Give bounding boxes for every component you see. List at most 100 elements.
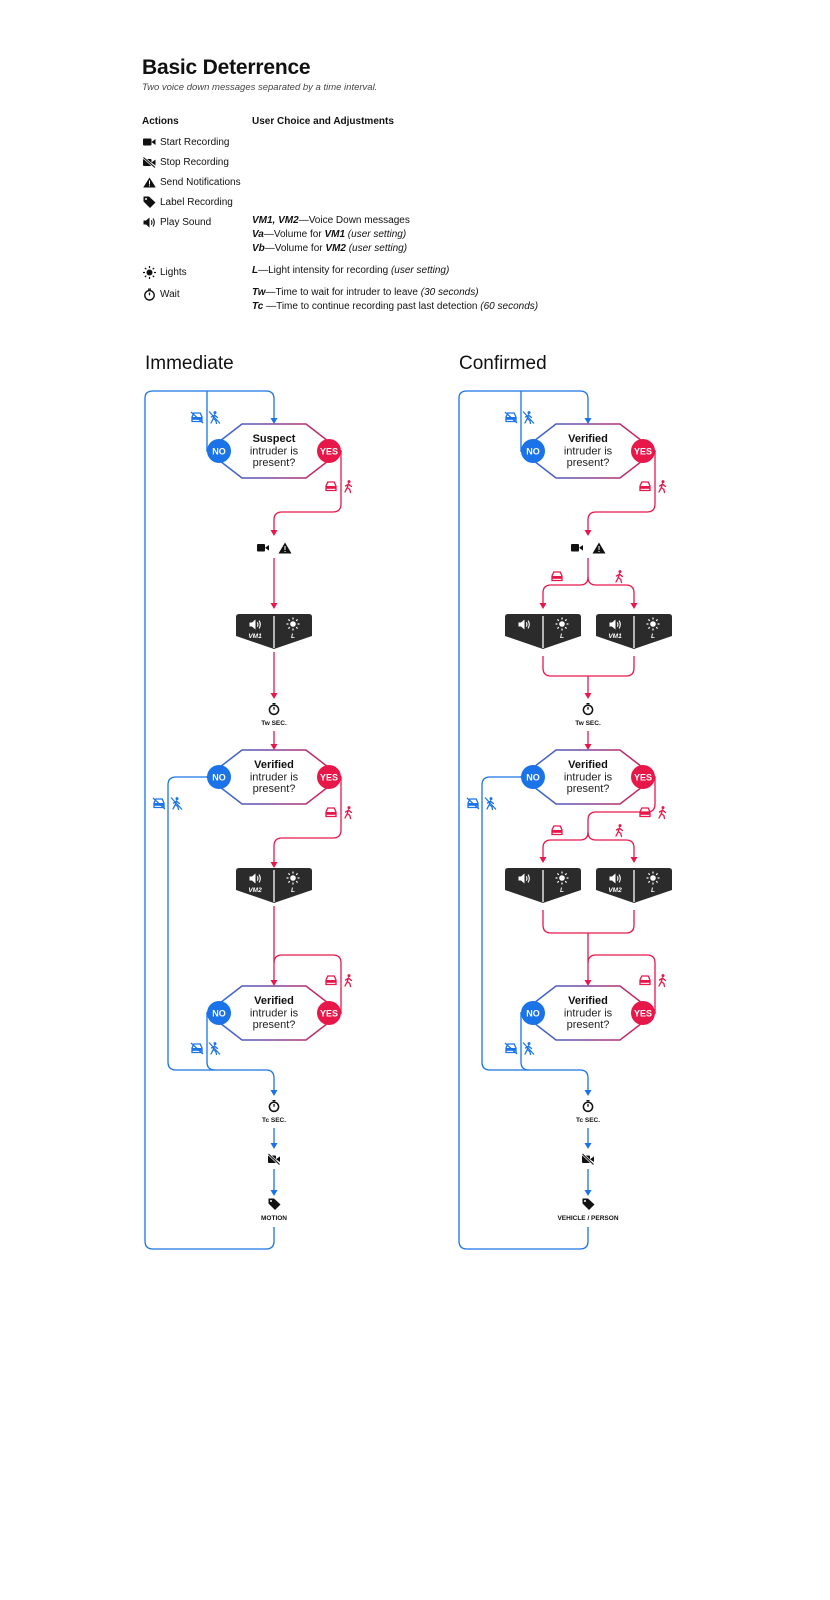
sun-icon — [286, 617, 300, 631]
legend-label: Label Recording — [160, 196, 233, 208]
legend-label: Start Recording — [160, 136, 230, 148]
legend-desc-tw: Tw—Time to wait for intruder to leave (3… — [252, 287, 479, 298]
video-camera-icon — [257, 544, 269, 552]
no-label: NO — [212, 446, 226, 456]
icon-part — [524, 1045, 533, 1056]
yes-badge — [631, 1001, 655, 1025]
no-badge — [521, 765, 545, 789]
yes-badge — [317, 439, 341, 463]
icon-part — [484, 797, 497, 810]
car-icon — [639, 807, 651, 818]
icon-part — [525, 622, 528, 627]
decision-text: intruder is — [564, 446, 613, 458]
connector-line — [587, 451, 656, 530]
icon-part — [556, 626, 560, 630]
voice-message-label: VM2 — [608, 887, 622, 894]
icon-part — [650, 875, 656, 881]
legend-desc-l: L—Light intensity for recording (user se… — [252, 265, 450, 276]
icon-part — [287, 872, 291, 876]
voice-message-label: VM1 — [608, 633, 622, 640]
icon-part — [640, 812, 650, 815]
person-walking-icon — [615, 824, 624, 838]
icon-part — [344, 809, 353, 820]
icon-part — [524, 414, 533, 425]
icon-part — [295, 880, 299, 884]
arrow-head — [270, 1090, 278, 1096]
arrow-head — [584, 693, 592, 699]
decision-title: Verified — [254, 759, 294, 771]
arrow-head — [584, 1090, 592, 1096]
sun-icon — [286, 871, 300, 885]
icon-part — [655, 880, 659, 884]
person-walking-icon — [658, 480, 667, 494]
person-off-icon — [484, 797, 497, 811]
person-walking-icon — [344, 480, 353, 494]
person-walking-icon — [615, 570, 624, 584]
legend-label: Send Notifications — [160, 176, 241, 188]
light-label: L — [651, 633, 655, 640]
icon-part — [268, 1198, 281, 1210]
video-off-icon — [581, 1153, 595, 1166]
legend-row-send-notifications: Send Notifications — [142, 175, 241, 189]
yes-badge — [317, 765, 341, 789]
wait-label: Tc SEC. — [576, 1117, 600, 1124]
decision-text: intruder is — [250, 1008, 299, 1020]
icon-part — [609, 873, 616, 884]
icon-part — [344, 483, 353, 494]
icon-part — [208, 1042, 221, 1055]
connector-line — [273, 777, 342, 862]
icon-part — [172, 800, 181, 811]
legend-choice-heading: User Choice and Adjustments — [252, 116, 394, 127]
icon-part — [552, 576, 562, 579]
connector-line — [206, 1013, 275, 1090]
icon-part — [258, 874, 261, 883]
sun-icon — [646, 617, 660, 631]
icon-part — [284, 551, 286, 552]
yes-label: YES — [634, 772, 652, 782]
voice-message-label: VM2 — [248, 887, 262, 894]
icon-part — [559, 621, 565, 627]
icon-part — [598, 551, 600, 552]
icon-part — [598, 546, 600, 550]
icon-part — [618, 570, 622, 574]
icon-part — [265, 545, 269, 551]
icon-part — [616, 876, 619, 881]
speaker-icon — [609, 873, 621, 884]
car-icon — [325, 807, 337, 818]
speaker-icon — [518, 619, 530, 630]
arrow-head — [584, 1190, 592, 1196]
car-icon — [325, 975, 337, 986]
icon-part — [661, 806, 665, 810]
legend-row-play-sound: Play Sound — [142, 215, 211, 229]
person-off-icon — [522, 1042, 535, 1056]
no-label: NO — [526, 446, 540, 456]
car-icon — [551, 571, 563, 582]
icon-part — [564, 880, 568, 884]
icon-part — [527, 620, 530, 629]
icon-part — [556, 872, 560, 876]
speaker-icon — [142, 216, 156, 228]
icon-part — [582, 1155, 590, 1163]
speaker-icon — [609, 619, 621, 630]
icon-part — [326, 812, 336, 815]
icon-part — [525, 876, 528, 881]
icon-part — [582, 1198, 595, 1210]
stopwatch-icon — [142, 288, 156, 301]
arrow-head — [584, 1143, 592, 1149]
connector-line — [587, 576, 635, 603]
flow-title-confirmed: Confirmed — [459, 353, 547, 374]
icon-part — [522, 1042, 535, 1055]
icon-part — [647, 880, 651, 884]
icon-part — [290, 875, 296, 881]
icon-part — [287, 626, 291, 630]
car-icon — [639, 481, 651, 492]
icon-part — [564, 626, 568, 630]
icon-part — [344, 977, 353, 988]
arrow-head — [270, 744, 278, 750]
no-badge — [521, 439, 545, 463]
